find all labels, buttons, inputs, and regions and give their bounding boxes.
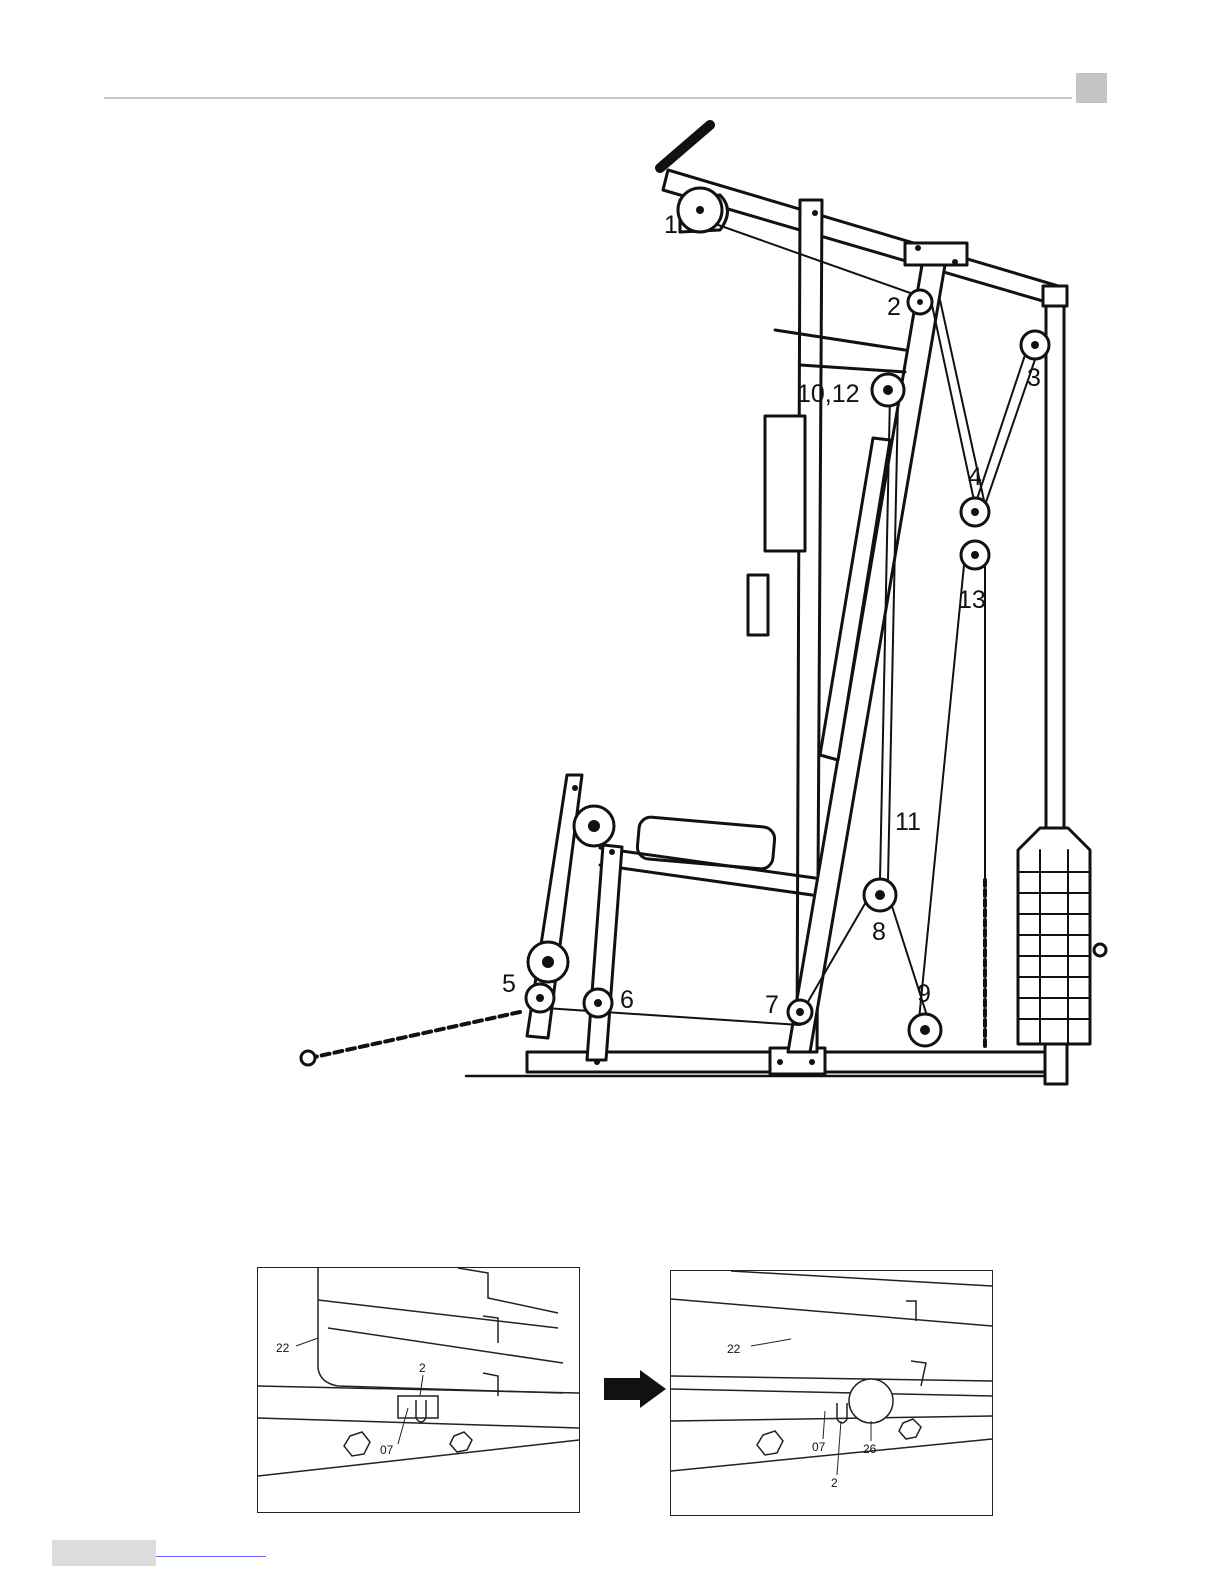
- detail-view-before: 22 2 07: [257, 1267, 580, 1513]
- footer-tab: [52, 1540, 156, 1566]
- weight-stack-detail-after: 22 07 26 2: [671, 1271, 992, 1515]
- callout-8: 8: [872, 918, 886, 946]
- callout-13: 13: [958, 586, 986, 614]
- weight-stack-detail-before: 22 2 07: [258, 1268, 579, 1512]
- detail-after-label-2: 2: [831, 1476, 838, 1490]
- detail-view-after: 22 07 26 2: [670, 1270, 993, 1516]
- callout-1: 1: [664, 211, 678, 239]
- detail-after-label-26: 26: [863, 1442, 877, 1456]
- detail-before-label-2: 2: [419, 1361, 426, 1375]
- callout-3: 3: [1027, 364, 1041, 392]
- callout-6: 6: [620, 986, 634, 1014]
- detail-before-label-22: 22: [276, 1341, 290, 1355]
- callout-2: 2: [887, 293, 901, 321]
- right-arrow-icon: [604, 1370, 666, 1408]
- callout-9: 9: [917, 980, 931, 1008]
- detail-after-label-22: 22: [727, 1342, 741, 1356]
- callout-10-12: 10,12: [797, 380, 860, 408]
- callout-11: 11: [895, 808, 921, 836]
- callout-5: 5: [502, 970, 516, 998]
- home-gym-cable-diagram: 1 2 3 4 10,12 13 11 8 9 5 6 7: [0, 0, 1225, 1110]
- detail-before-label-07: 07: [380, 1443, 394, 1457]
- callout-4: 4: [968, 463, 982, 491]
- footer-rule: [156, 1556, 266, 1557]
- callout-7: 7: [765, 991, 779, 1019]
- detail-after-label-07: 07: [812, 1440, 826, 1454]
